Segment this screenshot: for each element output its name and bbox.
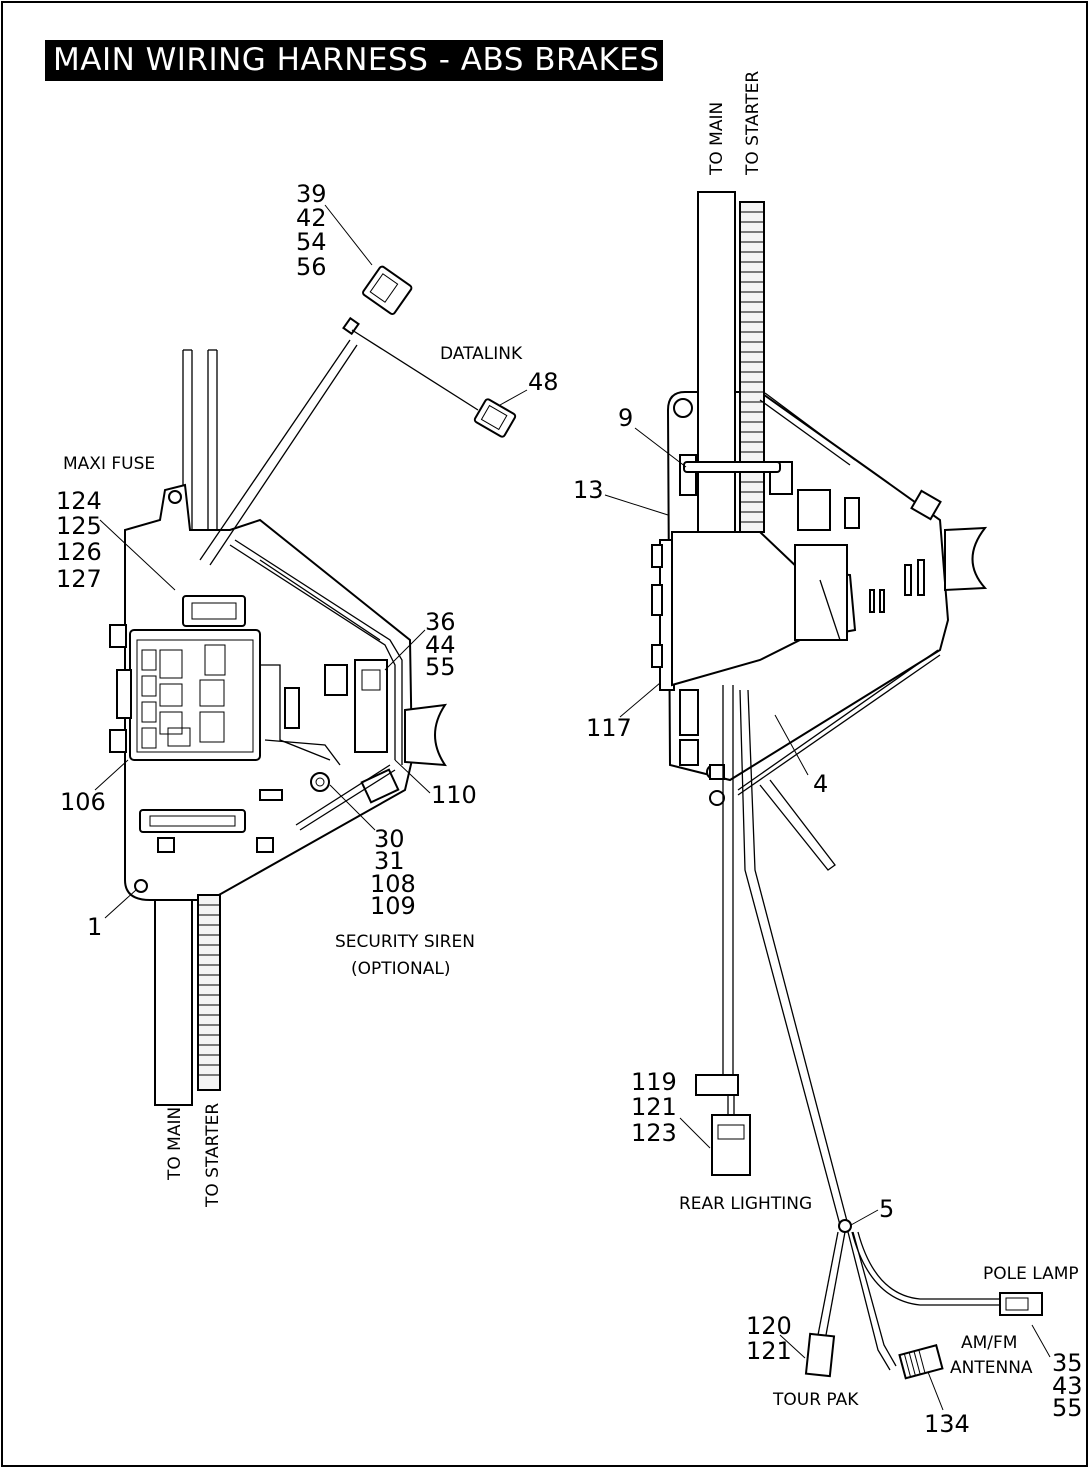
callout: 134 [924, 1410, 970, 1438]
security-siren-connector [360, 768, 400, 804]
label-security-siren: SECURITY SIREN [335, 932, 475, 952]
callout: 31 [374, 847, 405, 875]
callout: 9 [618, 404, 633, 432]
label-optional: (OPTIONAL) [351, 959, 451, 979]
callout: 39 [296, 180, 327, 208]
callout: 126 [56, 538, 102, 566]
callout: 1 [87, 913, 102, 941]
callout: 48 [528, 368, 559, 396]
label-antenna: ANTENNA [950, 1358, 1033, 1378]
callout: 54 [296, 228, 327, 256]
label-pole-lamp: POLE LAMP [983, 1264, 1079, 1284]
cable-tie [683, 461, 781, 473]
label-to-main-left: TO MAIN [165, 1107, 185, 1181]
callout: 119 [631, 1068, 677, 1096]
callout: 36 [425, 608, 456, 636]
rear-lighting-connector [711, 1114, 751, 1176]
to-starter-conduit-left [197, 894, 221, 1091]
callout: 106 [60, 788, 106, 816]
relay-connector [354, 659, 388, 753]
callout: 13 [573, 476, 604, 504]
callout: 55 [425, 653, 456, 681]
wire-clip [838, 1219, 852, 1233]
tour-pak-connector [804, 1332, 836, 1378]
page-title: MAIN WIRING HARNESS - ABS BRAKES [53, 42, 660, 78]
callout-numbers: 39 42 54 56 48 124 125 126 127 36 44 55 … [56, 180, 1083, 1438]
label-rear-lighting: REAR LIGHTING [679, 1194, 812, 1214]
label-datalink: DATALINK [440, 344, 523, 364]
callout: 109 [370, 892, 416, 920]
left-harness-assembly [109, 265, 517, 1106]
label-to-main-right: TO MAIN [707, 102, 727, 176]
right-harness-assembly [651, 191, 1043, 1380]
ground-stud [310, 772, 330, 792]
callout: 5 [879, 1195, 894, 1223]
label-tour-pak: TOUR PAK [772, 1390, 859, 1410]
text-labels: DATALINK MAXI FUSE SECURITY SIREN (OPTIO… [63, 71, 1079, 1410]
callout: 35 [1052, 1349, 1083, 1377]
callout: 44 [425, 631, 456, 659]
callout: 56 [296, 253, 327, 281]
to-starter-conduit-right [739, 201, 765, 533]
callout: 55 [1052, 1394, 1083, 1422]
callout: 125 [56, 512, 102, 540]
title-banner: MAIN WIRING HARNESS - ABS BRAKES [45, 40, 663, 81]
callout: 127 [56, 565, 102, 593]
callout: 117 [586, 714, 632, 742]
label-am-fm: AM/FM [961, 1333, 1017, 1353]
label-maxi-fuse: MAXI FUSE [63, 454, 155, 474]
callout: 121 [746, 1337, 792, 1365]
callout: 120 [746, 1312, 792, 1340]
label-to-starter-right: TO STARTER [743, 71, 763, 176]
fuse-slots [141, 644, 226, 749]
rear-lighting-boot [695, 1074, 739, 1096]
callout: 30 [374, 825, 405, 853]
leader-lines [94, 204, 1051, 1411]
callout: 123 [631, 1119, 677, 1147]
label-to-starter-left: TO STARTER [203, 1103, 223, 1208]
to-main-bundle-left [154, 899, 193, 1106]
datalink-connector [473, 398, 517, 438]
antenna-connector [898, 1344, 944, 1380]
callout: 43 [1052, 1372, 1083, 1400]
to-main-bundle-right [697, 191, 736, 533]
callout: 121 [631, 1093, 677, 1121]
callout: 4 [813, 770, 828, 798]
callout: 42 [296, 204, 327, 232]
callout: 108 [370, 870, 416, 898]
callout: 110 [431, 781, 477, 809]
connector-39 [362, 265, 413, 315]
callout: 124 [56, 487, 102, 515]
